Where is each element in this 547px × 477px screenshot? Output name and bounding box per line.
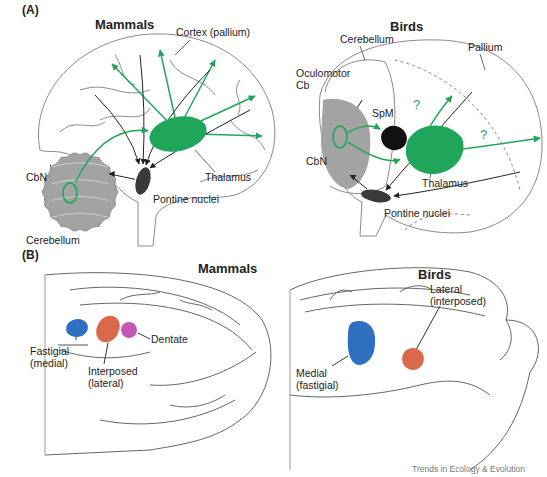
node-shape (120, 321, 138, 339)
spm-nucleus: SpM (380, 125, 408, 151)
node-outline (65, 317, 90, 339)
node-outline (360, 187, 392, 204)
fastigial-nucleus: Fastigial (medial) (65, 318, 89, 338)
leader-lines (45, 40, 485, 190)
lateral-nucleus: Lateral (interposed) (401, 347, 425, 371)
panel-label: (A) (22, 3, 39, 17)
structure-label: Pontine nuclei (153, 194, 219, 206)
node-shape (40, 150, 120, 234)
node-shape (345, 318, 377, 366)
structure-label: Fastigial (medial) (30, 346, 92, 369)
node-outline (42, 153, 118, 231)
structure-label: Dentate (151, 334, 188, 346)
structure-label: Interposed (lateral) (88, 366, 154, 389)
node-shape (360, 189, 392, 203)
structure-label: Oculomotor Cb (296, 68, 360, 91)
structure-label: SpM (372, 108, 394, 120)
node-shape (380, 125, 408, 151)
question-mark: ? (480, 127, 487, 142)
region-label: Pallium (468, 42, 502, 54)
node-outline (333, 126, 347, 148)
structure-label: CbN (306, 156, 327, 168)
panel-label: (B) (22, 248, 39, 262)
node-outline (63, 183, 77, 203)
corticopontine-arrows (44, 55, 250, 226)
pontine-blob: Pontine nuclei (360, 189, 392, 203)
panel-title: Mammals (198, 261, 257, 276)
node-outline (133, 166, 154, 197)
node-outline (321, 99, 370, 189)
node-outline (348, 321, 375, 365)
cerebellum-region: CerebellumCbN (40, 150, 120, 234)
node-outline (146, 111, 210, 156)
structure-label: Medial (fastigial) (296, 368, 358, 391)
bird-cerebellum-section (290, 268, 538, 470)
panel-title: Mammals (95, 17, 154, 32)
bird-brain (319, 40, 542, 236)
node-shape (62, 182, 78, 204)
dentate-nucleus: Dentate (120, 321, 138, 339)
structure-label: Thalamus (422, 178, 468, 190)
structure-label: Pontine nuclei (384, 208, 450, 220)
pontine-blob: Pontine nuclei (135, 166, 151, 196)
mammal-brain (38, 34, 274, 246)
node-shape (135, 166, 151, 196)
nuclei-loop: CbN (62, 182, 78, 204)
structure-label: CbN (26, 172, 47, 184)
medial-nucleus: Medial (fastigial) (345, 318, 377, 366)
node-shape (332, 125, 348, 149)
question-mark: ? (413, 97, 420, 112)
node-shape (65, 318, 89, 338)
node-outline (91, 311, 124, 346)
pallio-pontine-arrows (322, 92, 520, 196)
structure-label: Cerebellum (26, 235, 80, 247)
thalamus-blob: Thalamus (400, 120, 465, 175)
region-label: Cerebellum (340, 34, 394, 46)
node-outline (406, 126, 464, 175)
structure-label: Thalamus (205, 172, 251, 184)
panel-title: Birds (418, 267, 451, 282)
structure-label: Lateral (interposed) (430, 284, 500, 307)
interposed-nucleus: Interposed (lateral) (96, 314, 120, 344)
node-shape (96, 314, 120, 344)
node-shape (400, 120, 465, 175)
mammal-cerebellum-section (45, 273, 271, 455)
node-shape (148, 116, 208, 152)
journal-watermark: Trends in Ecology & Evolution (412, 464, 525, 475)
thalamus-blob: Thalamus (148, 116, 208, 152)
oculomotor-cerebellum: Oculomotor CbCbN (318, 95, 373, 190)
panel-title: Birds (390, 19, 423, 34)
node-outline (121, 322, 137, 338)
node-shape (401, 347, 425, 371)
region-label: Cortex (pallium) (176, 27, 250, 39)
node-outline (378, 122, 411, 153)
nuclei-loop: CbN (332, 125, 348, 149)
node-outline (399, 345, 427, 373)
